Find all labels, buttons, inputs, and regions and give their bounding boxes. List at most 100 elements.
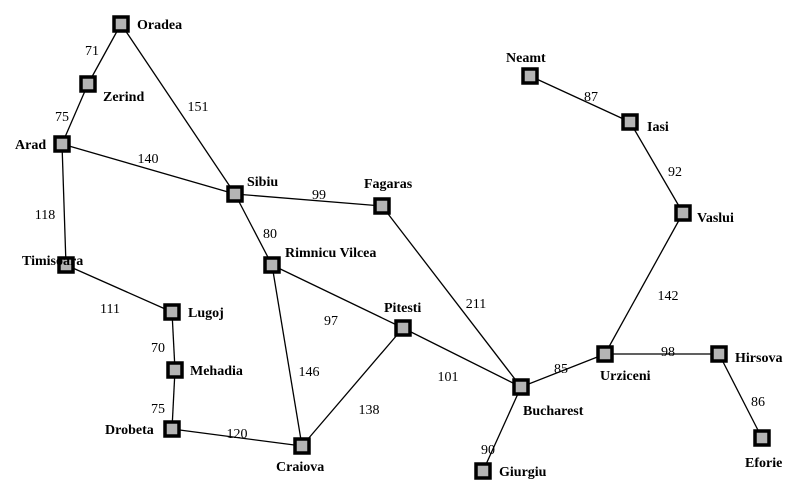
city-label: Neamt [506, 51, 546, 66]
distance-label: 97 [324, 314, 338, 329]
distance-label: 75 [151, 402, 165, 417]
city-label: Oradea [137, 18, 182, 33]
city-label: Eforie [745, 456, 782, 471]
road-zerind-arad [61, 83, 89, 145]
city-node-icon[interactable] [112, 15, 130, 33]
city-oradea[interactable]: Oradea [112, 15, 182, 33]
city-node-icon[interactable] [53, 135, 71, 153]
city-label: Bucharest [523, 404, 584, 419]
city-label: Drobeta [105, 423, 154, 438]
city-craiova[interactable]: Craiova [276, 437, 324, 475]
road-rimnicu-vilcea-craiova [271, 264, 303, 447]
city-urziceni[interactable]: Urziceni [596, 345, 651, 384]
road-craiova-pitesti [301, 327, 404, 447]
city-node-icon[interactable] [596, 345, 614, 363]
city-node-icon[interactable] [293, 437, 311, 455]
road-arad-timisoara [61, 143, 67, 266]
distance-label: 120 [227, 427, 248, 442]
road-distances: 7175151140118998011170972111467512013810… [35, 44, 765, 458]
road-fagaras-bucharest [381, 205, 522, 388]
city-drobeta[interactable]: Drobeta [105, 420, 181, 438]
city-label: Hirsova [735, 351, 782, 366]
city-neamt[interactable]: Neamt [506, 51, 546, 85]
city-label: Sibiu [247, 175, 278, 190]
city-zerind[interactable]: Zerind [79, 75, 144, 105]
distance-label: 80 [263, 227, 277, 242]
distance-label: 151 [188, 100, 209, 115]
city-lugoj[interactable]: Lugoj [163, 303, 224, 321]
city-fagaras[interactable]: Fagaras [364, 177, 413, 215]
city-label: Arad [15, 138, 46, 153]
city-label: Iasi [647, 120, 669, 135]
city-bucharest[interactable]: Bucharest [512, 378, 584, 419]
city-label: Fagaras [364, 177, 413, 192]
road-mehadia-drobeta [171, 369, 176, 430]
city-eforie[interactable]: Eforie [745, 429, 782, 471]
city-label: Craiova [276, 460, 324, 475]
road-timisoara-lugoj [65, 264, 173, 313]
distance-label: 85 [554, 362, 568, 377]
city-node-icon[interactable] [710, 345, 728, 363]
city-label: Mehadia [190, 364, 243, 379]
distance-label: 75 [55, 110, 69, 125]
city-pitesti[interactable]: Pitesti [384, 301, 421, 337]
city-sibiu[interactable]: Sibiu [226, 175, 278, 203]
cities: OradeaZerindAradTimisoaraLugojMehadiaDro… [15, 15, 782, 480]
road-hirsova-eforie [718, 353, 763, 439]
distance-label: 111 [100, 302, 120, 317]
road-arad-sibiu [61, 143, 236, 195]
city-node-icon[interactable] [394, 319, 412, 337]
road-sibiu-fagaras [234, 193, 383, 207]
city-node-icon[interactable] [521, 67, 539, 85]
distance-label: 90 [481, 443, 495, 458]
city-node-icon[interactable] [57, 256, 75, 274]
city-timisoara[interactable]: Timisoara [22, 254, 83, 274]
city-node-icon[interactable] [79, 75, 97, 93]
city-node-icon[interactable] [674, 204, 692, 222]
city-iasi[interactable]: Iasi [621, 113, 669, 135]
city-node-icon[interactable] [226, 185, 244, 203]
distance-label: 86 [751, 395, 765, 410]
distance-label: 142 [658, 289, 679, 304]
distance-label: 211 [466, 297, 486, 312]
distance-label: 98 [661, 345, 675, 360]
city-node-icon[interactable] [163, 420, 181, 438]
distance-label: 118 [35, 208, 55, 223]
city-node-icon[interactable] [373, 197, 391, 215]
city-node-icon[interactable] [263, 256, 281, 274]
city-hirsova[interactable]: Hirsova [710, 345, 782, 366]
city-node-icon[interactable] [474, 462, 492, 480]
distance-label: 140 [138, 152, 159, 167]
distance-label: 101 [438, 370, 459, 385]
city-node-icon[interactable] [753, 429, 771, 447]
city-node-icon[interactable] [512, 378, 530, 396]
road-pitesti-bucharest [402, 327, 522, 388]
city-node-icon[interactable] [163, 303, 181, 321]
road-oradea-sibiu [120, 23, 236, 195]
road-rimnicu-vilcea-pitesti [271, 264, 404, 329]
distance-label: 70 [151, 341, 165, 356]
city-mehadia[interactable]: Mehadia [166, 361, 243, 379]
city-node-icon[interactable] [166, 361, 184, 379]
road-sibiu-rimnicu-vilcea [234, 193, 273, 266]
road-vaslui-iasi [629, 121, 684, 214]
road-bucharest-urziceni [520, 353, 606, 388]
road-lugoj-mehadia [171, 311, 176, 371]
road-bucharest-giurgiu [482, 386, 522, 472]
distance-label: 87 [584, 90, 598, 105]
city-node-icon[interactable] [621, 113, 639, 131]
road-iasi-neamt [529, 75, 631, 123]
city-giurgiu[interactable]: Giurgiu [474, 462, 547, 480]
city-label: Pitesti [384, 301, 421, 316]
city-arad[interactable]: Arad [15, 135, 71, 153]
distance-label: 99 [312, 188, 326, 203]
distance-label: 138 [359, 403, 380, 418]
city-label: Zerind [103, 90, 144, 105]
city-label: Lugoj [188, 306, 224, 321]
distance-label: 146 [299, 365, 320, 380]
city-rimnicu-vilcea[interactable]: Rimnicu Vilcea [263, 246, 376, 274]
city-label: Urziceni [600, 369, 651, 384]
road-urziceni-vaslui [604, 212, 684, 355]
city-vaslui[interactable]: Vaslui [674, 204, 734, 226]
